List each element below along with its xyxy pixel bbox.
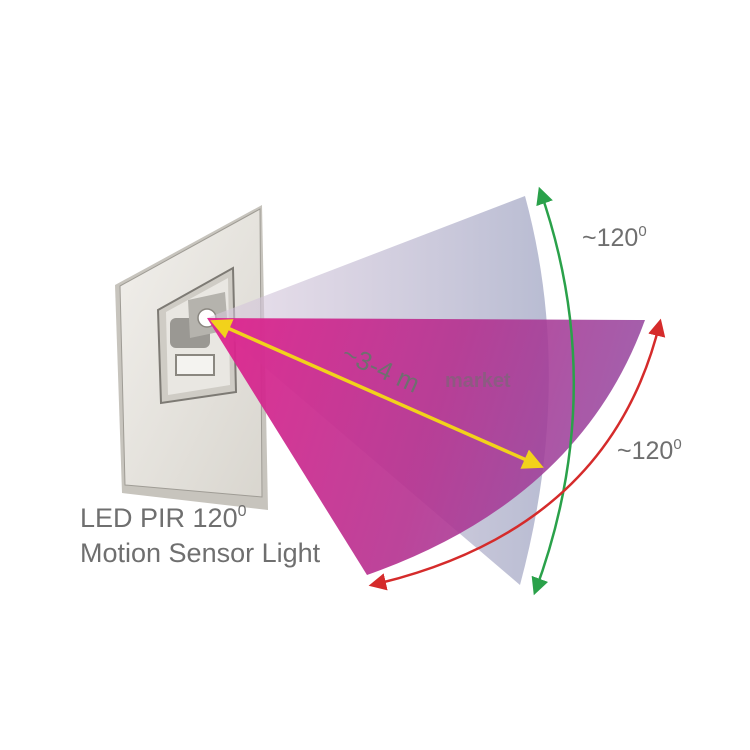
product-title: LED PIR 1200: [80, 503, 247, 533]
horizontal-angle-label: ~1200: [617, 436, 682, 465]
degree-mark: 0: [238, 503, 247, 520]
vertical-angle-label: ~1200: [582, 223, 647, 252]
degree-mark: 0: [673, 436, 681, 453]
degree-mark: 0: [638, 223, 646, 240]
horizontal-angle-arrow: [368, 318, 666, 591]
product-subtitle: Motion Sensor Light: [80, 538, 321, 568]
horizontal-detection-beam: [207, 318, 645, 575]
watermark-text: market: [445, 370, 511, 392]
